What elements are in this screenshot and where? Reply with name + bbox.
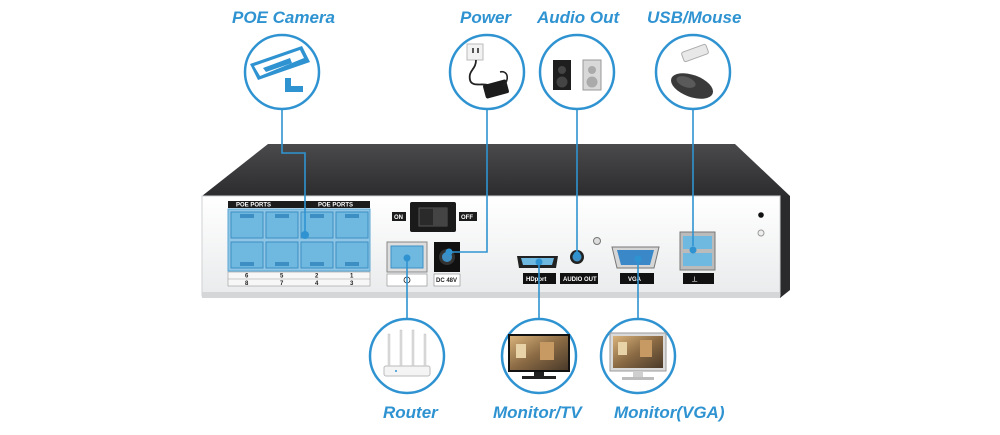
hdmi-label: HDport bbox=[526, 277, 546, 283]
label-power: Power bbox=[460, 8, 512, 27]
switch-off-label: OFF bbox=[461, 215, 473, 221]
power-adapter-icon bbox=[466, 43, 509, 99]
poe-port[interactable] bbox=[230, 241, 264, 269]
port-number: 1 bbox=[350, 274, 354, 280]
label-audio-out: Audio Out bbox=[537, 8, 620, 27]
connector-lines bbox=[281, 108, 694, 318]
mouse-icon bbox=[670, 43, 714, 99]
poe-ports-block: POE PORTS POE PORTS 6 5 2 1 8 7 bbox=[227, 201, 371, 287]
usb-mouse-node bbox=[654, 33, 732, 111]
chassis-bottom-lip bbox=[202, 292, 780, 298]
poe-port-grid bbox=[230, 211, 369, 269]
port-number: 8 bbox=[245, 281, 249, 287]
poe-ports-label-left: POE PORTS bbox=[236, 203, 271, 209]
usb-ports[interactable]: ⟂ bbox=[679, 231, 716, 284]
label-poe-camera: POE Camera bbox=[232, 8, 335, 27]
vga-monitor-icon bbox=[609, 332, 667, 380]
power-switch[interactable]: ON OFF bbox=[392, 202, 477, 232]
port-number: 7 bbox=[280, 281, 284, 287]
port-number: 4 bbox=[315, 281, 319, 287]
speakers-icon bbox=[553, 59, 602, 91]
ground-screw bbox=[593, 237, 601, 245]
poe-camera-node bbox=[243, 33, 321, 111]
screw bbox=[757, 229, 765, 237]
tv-monitor-icon bbox=[508, 334, 570, 379]
cctv-camera-icon bbox=[250, 46, 310, 92]
label-usb-mouse: USB/Mouse bbox=[647, 8, 742, 27]
chassis-top bbox=[202, 144, 790, 196]
audio-out-node bbox=[538, 33, 616, 111]
reset-hole[interactable] bbox=[758, 212, 764, 218]
dc-input[interactable]: DC 48V bbox=[433, 242, 461, 287]
label-monitor-tv: Monitor/TV bbox=[493, 403, 582, 422]
usb-icon: ⟂ bbox=[692, 275, 698, 284]
port-number: 3 bbox=[350, 281, 354, 287]
port-number: 5 bbox=[280, 274, 284, 280]
monitor-tv-node bbox=[500, 317, 578, 395]
monitor-vga-node bbox=[599, 317, 677, 395]
label-router: Router bbox=[383, 403, 438, 422]
connector-dots bbox=[301, 231, 697, 266]
port-number: 2 bbox=[315, 274, 319, 280]
label-monitor-vga: Monitor(VGA) bbox=[614, 403, 725, 422]
vga-label: VGA bbox=[628, 277, 642, 283]
switch-on-label: ON bbox=[394, 215, 403, 221]
dc-label: DC 48V bbox=[436, 278, 457, 284]
poe-ports-label-right: POE PORTS bbox=[318, 203, 353, 209]
port-number: 6 bbox=[245, 274, 249, 280]
router-node bbox=[368, 317, 446, 395]
poe-port[interactable] bbox=[300, 211, 334, 239]
power-node bbox=[448, 33, 526, 111]
audio-label: AUDIO OUT bbox=[563, 277, 597, 283]
router-icon bbox=[383, 329, 431, 377]
